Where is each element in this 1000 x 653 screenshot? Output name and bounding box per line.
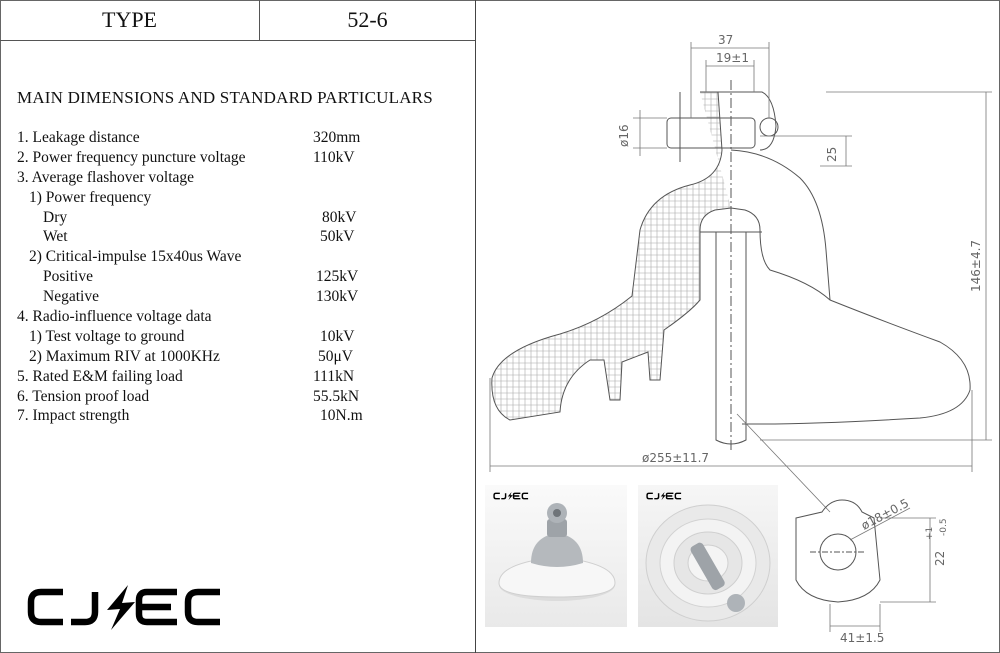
spec-label: 6. Tension proof load xyxy=(17,387,150,405)
spec-value: 50kV xyxy=(320,228,355,246)
spec-value: 10kV xyxy=(320,327,355,345)
spec-row: Wet 50kV xyxy=(17,227,457,247)
dim-255: ø255±11.7 xyxy=(642,451,709,465)
spec-row: 4. Radio-influence voltage data xyxy=(17,307,457,327)
insulator-photo-side xyxy=(485,485,627,627)
type-value: 52-6 xyxy=(347,7,388,32)
spec-value: 130kV xyxy=(316,288,359,306)
type-header: TYPE 52-6 xyxy=(0,0,475,41)
spec-value: 320mm xyxy=(313,129,361,146)
brand-logo xyxy=(27,585,220,630)
spec-label: 7. Impact strength xyxy=(17,407,130,425)
dim-146: 146±4.7 xyxy=(969,240,983,292)
type-label: TYPE xyxy=(0,0,260,40)
dim-22: 22 xyxy=(933,551,947,566)
spec-label: 3. Average flashover voltage xyxy=(17,168,195,186)
spec-label: Negative xyxy=(43,288,99,306)
spec-label: Dry xyxy=(43,208,68,226)
dim-22-tol-up: +1 xyxy=(925,527,935,540)
insulator-photo-underside xyxy=(638,485,778,627)
spec-row: 5. Rated E&M failing load 111kN xyxy=(17,367,457,387)
spec-row: 7. Impact strength 10N.m xyxy=(17,406,457,426)
spec-list: 1. Leakage distance 320mm 2. Power frequen… xyxy=(17,128,457,426)
insulator-drawing: 37 19±1 ø16 25 146±4.7 ø255±11.7 ø18±0.5… xyxy=(489,33,992,645)
spec-row: 1) Test voltage to ground 10kV xyxy=(17,327,457,347)
dim-25: 25 xyxy=(825,147,839,162)
spec-value: 110kV xyxy=(313,148,355,166)
spec-row: 2) Critical-impulse 15x40us Wave xyxy=(17,247,457,267)
spec-value: 80kV xyxy=(322,208,357,226)
spec-value: 10N.m xyxy=(320,407,363,425)
spec-row: 1) Power frequency xyxy=(17,188,457,208)
spec-label: 2) Critical-impulse 15x40us Wave xyxy=(29,248,242,266)
dim-16: ø16 xyxy=(617,124,631,147)
spec-label: 1. Leakage distance xyxy=(17,129,140,146)
spec-row: 2) Maximum RIV at 1000KHz 50μV xyxy=(17,347,457,367)
spec-row: 6. Tension proof load 55.5kN xyxy=(17,387,457,407)
spec-label: Wet xyxy=(43,228,68,246)
spec-row: Negative 130kV xyxy=(17,287,457,307)
spec-row: Dry 80kV xyxy=(17,208,457,228)
spec-row: 1. Leakage distance 320mm xyxy=(17,128,457,148)
spec-row: Positive 125kV xyxy=(17,267,457,287)
dim-37: 37 xyxy=(718,33,733,47)
column-divider xyxy=(475,0,476,653)
spec-label: 4. Radio-influence voltage data xyxy=(17,308,212,326)
spec-value: 111kN xyxy=(313,367,355,385)
spec-value: 50μV xyxy=(318,347,354,365)
dim-22-tol-dn: -0.5 xyxy=(939,518,949,536)
spec-value: 55.5kN xyxy=(313,387,360,405)
spec-row: 2. Power frequency puncture voltage 110kV xyxy=(17,148,457,168)
spec-label: 2) Maximum RIV at 1000KHz xyxy=(29,347,220,365)
spec-label: 5. Rated E&M failing load xyxy=(17,367,183,385)
section-title: MAIN DIMENSIONS AND STANDARD PARTICULARS xyxy=(17,88,433,107)
spec-label: Positive xyxy=(43,268,93,286)
dim-41: 41±1.5 xyxy=(840,631,884,645)
spec-label: 1) Test voltage to ground xyxy=(29,327,185,345)
dim-19: 19±1 xyxy=(716,51,749,65)
spec-label: 1) Power frequency xyxy=(29,188,152,206)
spec-label: 2. Power frequency puncture voltage xyxy=(17,148,246,166)
spec-value: 125kV xyxy=(316,268,359,286)
spec-row: 3. Average flashover voltage xyxy=(17,168,457,188)
